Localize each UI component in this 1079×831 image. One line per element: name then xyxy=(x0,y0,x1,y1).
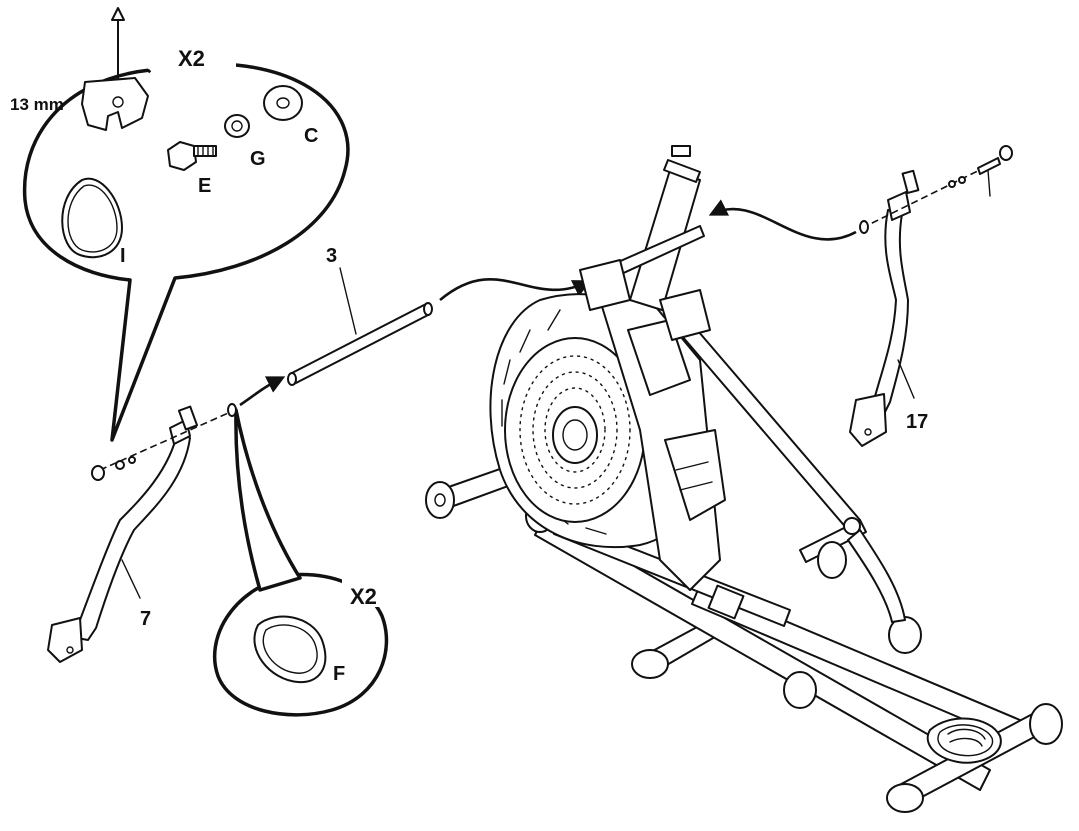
right-arm-assembly-axis xyxy=(861,159,1001,229)
flat-washer-icon xyxy=(263,85,303,121)
left-end-cap-part xyxy=(91,465,105,481)
part-C-label: C xyxy=(304,125,318,147)
end-cap-icon xyxy=(61,177,123,259)
right-spacer-part xyxy=(859,220,869,234)
axle-rod xyxy=(287,302,433,386)
right-arm-arrow xyxy=(708,199,857,241)
hardware-callout-bubble xyxy=(22,40,350,442)
part-3-leader xyxy=(339,267,357,335)
part-17-leader xyxy=(897,359,915,399)
elliptical-machine xyxy=(425,145,1063,813)
right-pin-part xyxy=(977,157,1001,197)
part-17-label: 17 xyxy=(906,411,928,433)
right-lock-washer-part xyxy=(958,176,966,184)
part-7-label: 7 xyxy=(140,608,151,630)
left-lower-arm xyxy=(47,405,199,663)
wrench-size-label: 13 mm xyxy=(10,95,64,114)
right-end-cap-part xyxy=(999,145,1013,161)
bolt-icon xyxy=(167,141,217,171)
part-I-label: I xyxy=(120,245,126,267)
part-F-label: F xyxy=(333,663,345,685)
part-7-leader xyxy=(121,559,141,599)
right-lower-arm xyxy=(849,169,920,447)
left-washer-part xyxy=(115,460,125,470)
wrench-13mm-icon xyxy=(81,7,149,131)
left-arm-assembly-axis xyxy=(99,409,236,471)
quantity-x2-top-label: X2 xyxy=(178,46,205,71)
right-washer-part xyxy=(948,180,956,188)
left-lock-washer-part xyxy=(128,456,136,464)
quantity-x2-bottom-label: X2 xyxy=(350,584,377,609)
lock-washer-icon xyxy=(224,114,250,138)
left-arm-arrow xyxy=(239,376,286,407)
left-spacer-part xyxy=(227,403,237,417)
axle-insertion-arrow xyxy=(439,278,592,301)
oval-spacer-icon xyxy=(253,615,327,684)
part-E-label: E xyxy=(198,175,211,197)
part-G-label: G xyxy=(250,148,266,170)
part-3-label: 3 xyxy=(326,245,337,267)
